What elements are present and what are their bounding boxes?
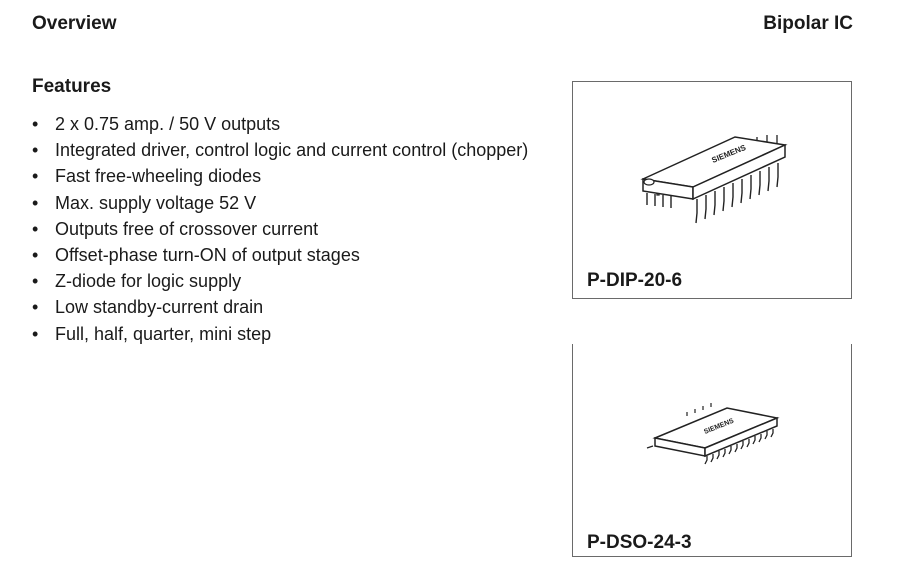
bullet-icon: • [32, 297, 39, 318]
feature-item: • 2 x 0.75 amp. / 50 V outputs [32, 111, 532, 137]
bullet-icon: • [32, 271, 39, 292]
bullet-icon: • [32, 114, 39, 134]
feature-item: • Fast free-wheeling diodes [32, 163, 532, 189]
bullet-icon: • [32, 218, 39, 239]
dso-package-icon: SIEMENS [646, 403, 780, 465]
feature-item: • Outputs free of crossover current [32, 216, 532, 242]
bullet-icon: • [32, 140, 39, 161]
feature-text: Full, half, quarter, mini step [55, 323, 272, 344]
feature-item: • Integrated driver, control logic and cu… [32, 137, 532, 163]
bullet-icon: • [32, 166, 39, 187]
feature-text: Low standby-current drain [55, 297, 264, 318]
feature-text: Fast free-wheeling diodes [55, 166, 262, 187]
overview-heading: Overview [32, 13, 117, 34]
feature-text: Integrated driver, control logic and cur… [55, 140, 529, 161]
feature-text: 2 x 0.75 amp. / 50 V outputs [55, 114, 281, 134]
package-label-dso: P-DSO-24-3 [587, 532, 692, 553]
bipolar-ic-heading: Bipolar IC [763, 13, 853, 34]
bullet-icon: • [32, 192, 39, 213]
feature-item: • Full, half, quarter, mini step [32, 321, 532, 347]
features-heading: Features [32, 76, 112, 97]
package-box-dip: SIEMENS P-DIP-20-6 [572, 81, 852, 299]
feature-item: • Offset-phase turn-ON of output stages [32, 242, 532, 268]
feature-item: • Z-diode for logic supply [32, 268, 532, 294]
feature-item: • Low standby-current drain [32, 294, 532, 320]
bullet-icon: • [32, 245, 39, 266]
dip-package-icon: SIEMENS [640, 135, 788, 224]
feature-text: Z-diode for logic supply [55, 271, 242, 292]
package-label-dip: P-DIP-20-6 [587, 270, 683, 291]
feature-text: Offset-phase turn-ON of output stages [55, 245, 360, 266]
features-list: • 2 x 0.75 amp. / 50 V outputs • Integrate… [32, 111, 532, 347]
feature-text: Max. supply voltage 52 V [55, 192, 257, 213]
feature-text: Outputs free of crossover current [55, 218, 319, 239]
bullet-icon: • [32, 323, 39, 344]
feature-item: • Max. supply voltage 52 V [32, 190, 532, 216]
package-box-dso: SIEMENS P-DSO-24-3 [572, 344, 852, 557]
